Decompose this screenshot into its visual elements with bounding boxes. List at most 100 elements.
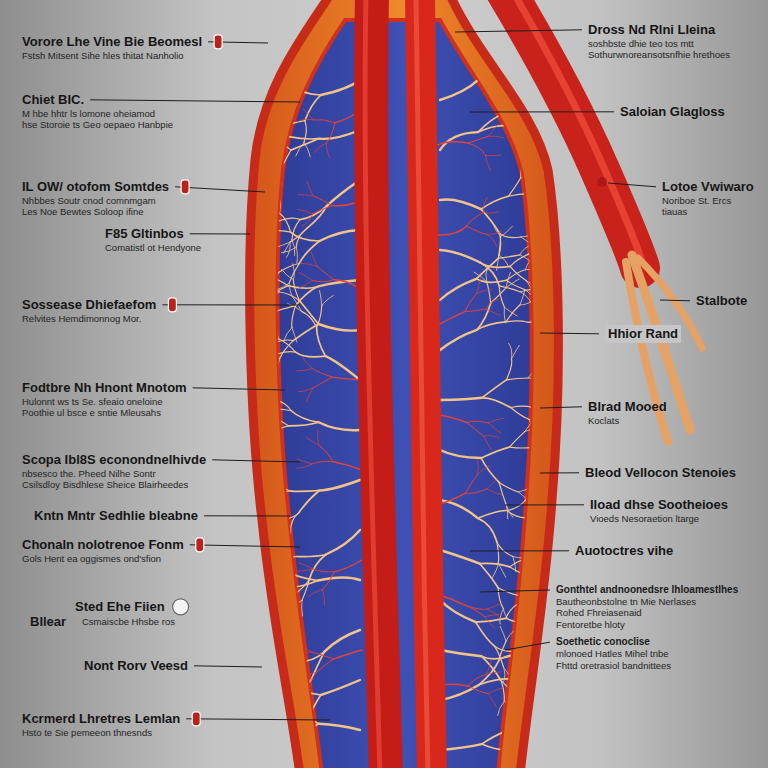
capillary [311, 252, 317, 267]
nerve-branch [511, 406, 533, 407]
label-note: Rohed Fhreiasenaid [556, 607, 642, 618]
nerve-branch [481, 196, 508, 209]
leader-line [470, 111, 614, 112]
capillary [316, 659, 333, 672]
leader-line [90, 100, 300, 102]
capillary [487, 609, 500, 618]
nerve-branch [273, 586, 289, 601]
capillary [323, 572, 335, 590]
nerve-branch [259, 550, 275, 551]
nerve-branch [256, 498, 269, 508]
capillary [313, 196, 332, 206]
leader-line [162, 304, 300, 305]
nerve-branch [480, 263, 510, 268]
nerve-branch [506, 378, 528, 380]
nerve-branch [319, 130, 360, 139]
capillary [306, 388, 313, 402]
capillary [488, 124, 498, 136]
nerve-branch [282, 269, 294, 279]
nerve-branch [509, 432, 524, 448]
nerve-branch [298, 743, 305, 757]
capillary [438, 415, 467, 423]
nerve-branch [292, 306, 296, 328]
nerve-branch [269, 231, 291, 232]
label-note: Fstsh Mitsent Sihe hles thitat Nanholio [22, 50, 184, 61]
capillary [312, 280, 334, 282]
label-note: Nhbbes Soutr cnod comnmgam [22, 195, 156, 206]
capillary [477, 466, 490, 475]
nerve-branch [530, 193, 544, 200]
leader-line [470, 550, 569, 551]
label-note: Poothie ul bsce e sntie Mleusahs [22, 407, 161, 418]
nerve-branch [281, 150, 291, 169]
nerve-branch [278, 339, 295, 352]
capillary [302, 263, 317, 266]
capillary [487, 231, 502, 235]
nerve-branch [509, 447, 531, 449]
nerve-branch [257, 554, 272, 560]
nerve-branch [302, 580, 309, 601]
nerve-branch [502, 93, 509, 114]
leader-line [540, 472, 579, 473]
nerve-branch [264, 148, 270, 163]
label-group: Csmaiscbe Hhsbe ros [82, 616, 175, 627]
nerve-branch [309, 555, 326, 580]
nerve-branch [529, 81, 541, 91]
part-label: Scopa Ibl8S econondnelhivde [22, 452, 206, 468]
nerve-branch [506, 618, 526, 627]
part-label: Gonthtel andnoonedsre lhloamestlhes [556, 584, 738, 596]
nerve-branch [477, 53, 490, 80]
nerve-branch [498, 655, 519, 662]
nerve-branch [526, 290, 536, 302]
nerve-branch [266, 520, 278, 530]
nerve-branch [254, 126, 270, 128]
nerve-network [253, 18, 548, 768]
nerve-branch [267, 572, 289, 576]
nerve-branch [317, 306, 322, 327]
nerve-branch [259, 311, 275, 313]
nerve-branch [322, 296, 334, 307]
nerve-branch [255, 148, 271, 149]
nerve-branch [288, 581, 318, 587]
label-group: Chonaln nolotrenoe FonmGols Hent ea oggi… [22, 537, 184, 564]
nerve-branch [528, 516, 544, 518]
nerve-branch [492, 564, 498, 578]
nerve-branch [258, 398, 269, 409]
leader-line [540, 333, 599, 335]
nerve-branch [440, 132, 478, 150]
capillary [438, 312, 465, 325]
nerve-branch [263, 334, 278, 339]
nerve-branch [302, 311, 317, 327]
nerve-branch [506, 305, 520, 322]
nerve-branch [507, 511, 527, 519]
leader-line [190, 233, 250, 234]
nerve-branch [523, 103, 537, 111]
nerve-branch [529, 419, 544, 425]
nerve-branch [261, 561, 275, 569]
nerve-branch [269, 127, 288, 137]
nerve-branch [289, 490, 319, 493]
nerve-branch [531, 664, 547, 666]
capillary [486, 660, 491, 675]
part-label: Auotoctres vihe [575, 543, 673, 559]
nerve-branch [526, 624, 541, 627]
nerve-branch [528, 322, 542, 328]
trunk-highlight [365, 0, 380, 768]
nerve-branch [321, 680, 360, 695]
nerve-branch [258, 681, 274, 682]
nerve-branch [260, 436, 269, 449]
nerve-branch [277, 662, 296, 673]
nerve-branch [515, 652, 527, 662]
label-group: Fodtbre Nh Hnont MnotomHulonnt ws ts Se.… [22, 380, 187, 418]
label-group: Kntn Mntr Sedhlie bleabne [34, 508, 198, 524]
nerve-branch [520, 163, 523, 178]
nerve-branch [272, 559, 289, 572]
capillary [298, 569, 313, 571]
nerve-branch [306, 679, 312, 700]
nerve-branch [525, 51, 533, 64]
nerve-branch [481, 458, 499, 482]
nerve-branch [478, 114, 502, 132]
label-note: nbsesco the. Pheed Nilhe Sontr [22, 468, 156, 479]
nerve-branch [440, 685, 479, 700]
capillary [318, 430, 320, 446]
